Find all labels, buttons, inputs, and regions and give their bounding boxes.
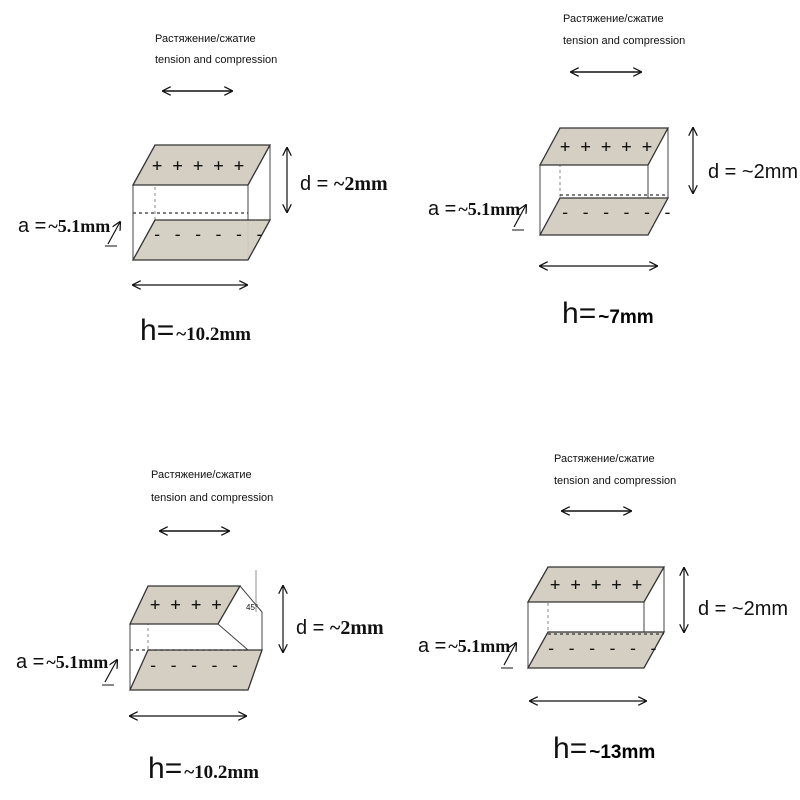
panel-shear-h-10-2: Растяжение/сжатие tension and compressio… [0, 400, 400, 800]
caption: Растяжение/сжатие tension and compressio… [563, 13, 685, 47]
a-label: a =~5.1mm [428, 198, 520, 220]
caption-ru: Растяжение/сжатие [563, 13, 664, 25]
h-label: h=~10.2mm [140, 314, 251, 347]
bottom-electrode-plate [538, 197, 670, 236]
caption-en: tension and compression [155, 54, 277, 66]
a-arrow [104, 660, 117, 683]
h-label: h=~7mm [562, 297, 654, 330]
a-label: a =~5.1mm [16, 651, 108, 673]
bottom-electrode-plate [526, 631, 666, 669]
top-electrode-plate [131, 144, 272, 186]
minus-charges: - - - - - - [152, 225, 265, 245]
minus-charges: - - - - - - [546, 639, 659, 659]
a-arrow [513, 205, 526, 228]
top-electrode-plate [538, 127, 670, 166]
plus-charges: + + + + [150, 595, 222, 615]
d-label: d = ~2mm [698, 598, 788, 620]
sample-prism: + + + + + - - - - - - [526, 566, 666, 669]
caption-en: tension and compression [563, 35, 685, 47]
caption-en: tension and compression [151, 492, 273, 504]
d-label: d = ~2mm [296, 617, 384, 639]
minus-charges: - - - - - - [560, 203, 673, 223]
h-label: h=~13mm [553, 732, 655, 765]
panel-tension-h-7: Растяжение/сжатие tension and compressio… [400, 0, 800, 400]
top-electrode-plate [526, 566, 666, 603]
caption: Растяжение/сжатие tension and compressio… [151, 469, 273, 504]
d-label: d = ~2mm [300, 173, 388, 195]
panel-tension-h-13: Растяжение/сжатие tension and compressio… [400, 400, 800, 800]
caption-ru: Растяжение/сжатие [554, 453, 655, 465]
minus-charges: - - - - - [148, 656, 240, 676]
caption: Растяжение/сжатие tension and compressio… [155, 33, 277, 66]
a-label: a =~5.1mm [418, 635, 510, 657]
caption-en: tension and compression [554, 475, 676, 487]
plus-charges: + + + + + [560, 137, 652, 157]
a-label: a =~5.1mm [18, 215, 110, 237]
a-arrow [107, 222, 120, 245]
caption-ru: Растяжение/сжатие [151, 469, 252, 481]
bottom-electrode-plate [128, 649, 263, 691]
sample-prism: + + + + + - - - - - - [131, 144, 272, 261]
caption-ru: Растяжение/сжатие [155, 33, 256, 45]
sample-prism: + + + + - - - - - 45° [128, 570, 263, 691]
caption: Растяжение/сжатие tension and compressio… [554, 453, 676, 487]
bottom-electrode-plate [131, 219, 272, 261]
shear-edge-front [217, 623, 249, 651]
plus-charges: + + + + + [550, 575, 642, 595]
shear-edge-back [239, 585, 263, 613]
d-label: d = ~2mm [708, 161, 798, 183]
sample-prism: + + + + + - - - - - - [538, 127, 673, 236]
panel-tension-h-10-2: Растяжение/сжатие tension and compressio… [0, 0, 400, 400]
angle-label: 45° [246, 603, 258, 612]
h-label: h=~10.2mm [148, 752, 259, 785]
a-arrow [503, 643, 516, 666]
plus-charges: + + + + + [152, 156, 244, 176]
